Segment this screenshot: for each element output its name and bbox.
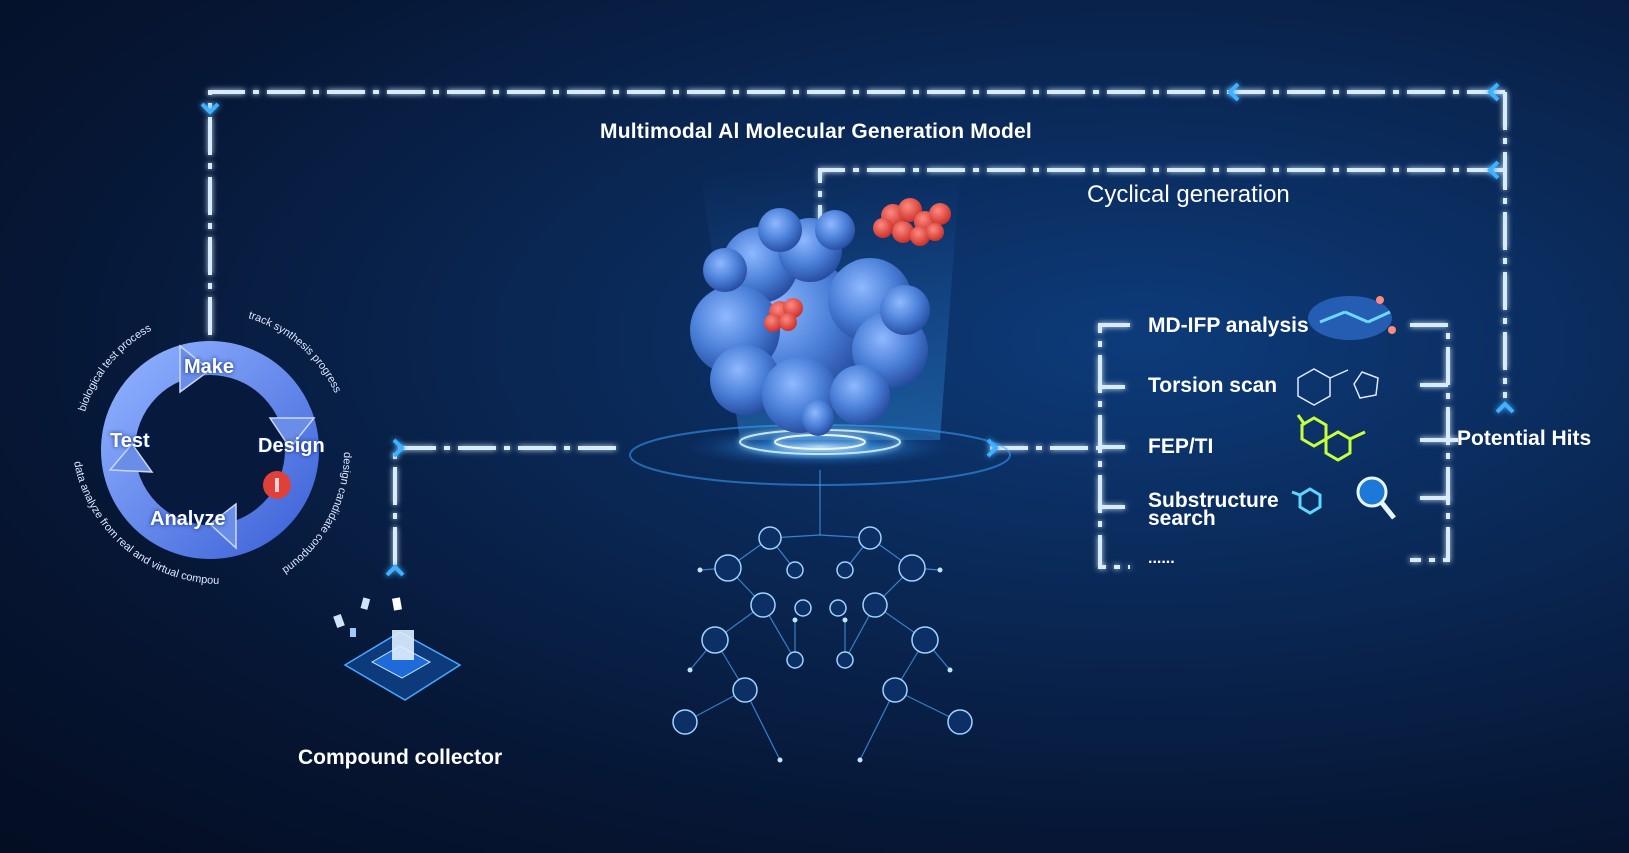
cycle-step-analyze: Analyze	[150, 508, 226, 530]
method-substructure-search: Substructure search	[1148, 489, 1279, 530]
chevron-down-icon	[200, 102, 220, 115]
network-nodes	[672, 526, 973, 735]
cycle-ring	[101, 341, 319, 559]
network-node	[794, 599, 812, 617]
dmta-cycle: biological test process track synthesis …	[0, 0, 353, 587]
network-node	[836, 561, 854, 579]
cycle-inner	[136, 376, 284, 524]
cyclical-generation-label: Cyclical generation	[1087, 181, 1290, 208]
network-node	[672, 709, 698, 735]
cycle-step-make: Make	[184, 356, 235, 378]
potential-hits-label: Potential Hits	[1457, 427, 1592, 450]
network-node	[714, 554, 742, 582]
network-node	[947, 709, 973, 735]
torsion-molecule-icon	[1297, 368, 1379, 406]
ligand-bound	[764, 298, 803, 332]
ligand-free	[873, 198, 951, 246]
md-ifp-molecule-icon	[1308, 296, 1396, 340]
network-node	[898, 554, 926, 582]
network-dots	[687, 567, 953, 763]
collector-line	[393, 446, 620, 565]
network-node	[829, 599, 847, 617]
fep-ti-molecule-icon	[1296, 414, 1366, 462]
cycle-step-design: Design	[258, 435, 325, 457]
method-fep-ti: FEP/TI	[1148, 435, 1214, 458]
chevron-up-icon	[385, 564, 405, 577]
network-node	[911, 626, 939, 654]
cycle-arrowhead	[179, 344, 212, 394]
cycle-step-test: Test	[110, 430, 150, 452]
network-node	[786, 561, 804, 579]
analysis-bracket-right	[1410, 323, 1450, 562]
platform-disc	[690, 427, 950, 467]
method-md-ifp: MD-IFP analysis	[1148, 314, 1309, 337]
compound-collector-icon	[333, 597, 462, 701]
compound-collector-label: Compound collector	[298, 746, 503, 769]
chevron-left-icon	[1487, 160, 1500, 180]
method-torsion-scan: Torsion scan	[1148, 374, 1278, 397]
chevron-right-icon	[392, 438, 405, 458]
cycle-arrowhead	[208, 502, 237, 550]
top-return-line	[208, 90, 1505, 345]
bracket-ticks	[1100, 383, 1458, 509]
network-node	[758, 526, 782, 550]
network-node	[750, 592, 776, 618]
network-node	[858, 526, 882, 550]
network-tree	[684, 470, 961, 761]
diagram-title: Multimodal Al Molecular Generation Model	[600, 120, 1032, 143]
chevron-left-icon	[1487, 82, 1500, 102]
network-node	[732, 677, 758, 703]
method-more: ......	[1148, 550, 1175, 567]
chevron-left-icon	[1227, 82, 1240, 102]
protein-structure	[690, 208, 930, 436]
network-node	[786, 651, 804, 669]
magnifier-icon	[1356, 476, 1388, 508]
network-node	[701, 626, 729, 654]
substructure-molecule-icon	[1291, 476, 1396, 520]
network-node	[836, 651, 854, 669]
cycle-arrowhead	[108, 442, 154, 473]
chevron-up-icon	[1495, 401, 1515, 414]
cycle-arrowhead	[268, 417, 316, 450]
pin-icon-stem	[275, 478, 279, 492]
network-node	[882, 677, 908, 703]
network-node	[862, 592, 888, 618]
